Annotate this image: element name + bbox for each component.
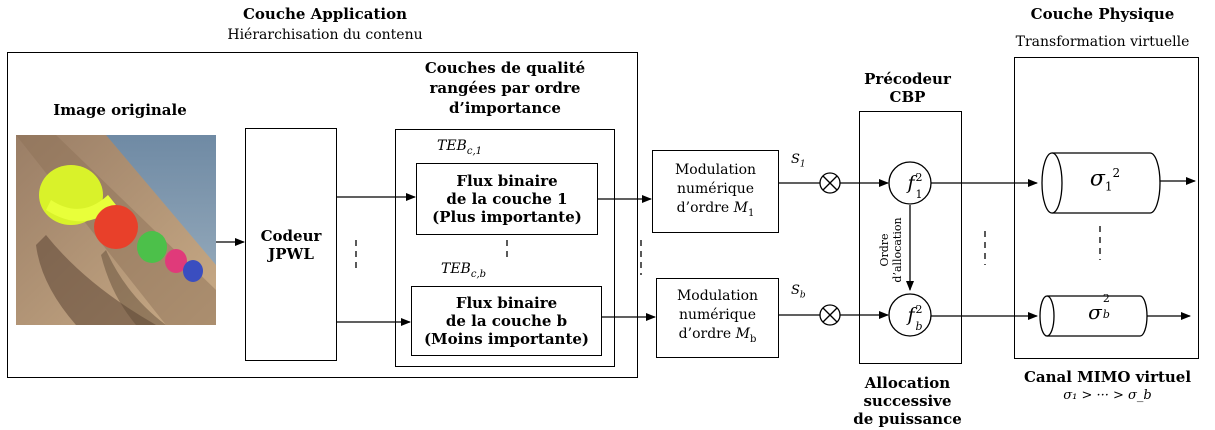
stream1-line3: (Plus importante)	[432, 208, 582, 226]
modulation-1-box: Modulation numérique d’ordre M1	[652, 150, 779, 233]
quality-layers-line2: rangées par ordre	[429, 79, 581, 97]
allocation-order-line1: Ordre	[878, 233, 891, 267]
precoder-line2: CBP	[889, 88, 926, 106]
allocation-order-label: Ordre d’allocation	[878, 210, 906, 290]
quality-layers-frame	[395, 129, 615, 367]
teb-b-label: TEBc,b	[441, 261, 487, 280]
mod1-line3: d’ordre M1	[676, 199, 755, 219]
phys-layer-subtitle: Transformation virtuelle	[1015, 34, 1190, 50]
teb-1-label: TEBc,1	[437, 138, 483, 157]
precoder-title: Précodeur CBP	[845, 70, 970, 106]
channel-1-label: σ12	[1089, 166, 1121, 194]
stream1-line1: Flux binaire	[456, 172, 558, 190]
modulation-b-box: Modulation numérique d’ordre Mb	[656, 278, 779, 358]
streamb-line2: de la couche b	[445, 312, 568, 330]
app-layer-subtitle: Hiérarchisation du contenu	[227, 27, 423, 43]
quality-layers-title: Couches de qualité rangées par ordre d’i…	[395, 58, 615, 118]
encoder-line1: Codeur	[260, 226, 322, 245]
image-label: Image originale	[53, 101, 187, 119]
modb-line2: numérique	[678, 307, 757, 324]
bitstream-layer-b-box: Flux binaire de la couche b (Moins impor…	[411, 286, 602, 356]
signal-sb-label: Sb	[791, 283, 806, 301]
mimo-relation: σ₁ > ··· > σ_b	[1063, 388, 1152, 403]
modb-line3: d’ordre Mb	[678, 326, 757, 345]
mod1-line2: numérique	[676, 180, 755, 197]
app-layer-frame	[7, 52, 638, 378]
quality-layers-line1: Couches de qualité	[424, 59, 586, 77]
streamb-line1: Flux binaire	[455, 294, 558, 312]
modb-line1: Modulation	[676, 288, 759, 305]
phys-layer-frame	[1014, 57, 1199, 359]
jpwl-encoder-box: Codeur JPWL	[245, 128, 337, 361]
mimo-title: Canal MIMO virtuel	[1023, 368, 1192, 386]
power-allocation-label: Allocation successive de puissance	[845, 374, 970, 428]
quality-layers-line3: d’importance	[449, 99, 561, 117]
precoder-frame	[859, 111, 962, 364]
bitstream-layer-1-box: Flux binaire de la couche 1 (Plus import…	[416, 163, 598, 235]
channel-b-cylinder	[1039, 295, 1148, 337]
phys-layer-title: Couche Physique	[1030, 5, 1175, 23]
fb-circle	[888, 293, 932, 337]
allocation-order-line2: d’allocation	[891, 217, 904, 283]
app-layer-title: Couche Application	[242, 5, 408, 23]
original-image	[16, 135, 216, 325]
power-alloc-line1: Allocation	[864, 374, 951, 392]
stream1-line2: de la couche 1	[446, 190, 568, 208]
precoder-line1: Précodeur	[864, 70, 951, 88]
power-alloc-line2: successive	[863, 392, 952, 410]
mod1-line1: Modulation	[674, 161, 757, 178]
power-alloc-line3: de puissance	[853, 410, 962, 428]
streamb-line3: (Moins importante)	[423, 330, 590, 348]
channel-1-cylinder	[1041, 152, 1161, 214]
signal-s1-label: S1	[791, 152, 806, 170]
encoder-line2: JPWL	[268, 244, 314, 263]
